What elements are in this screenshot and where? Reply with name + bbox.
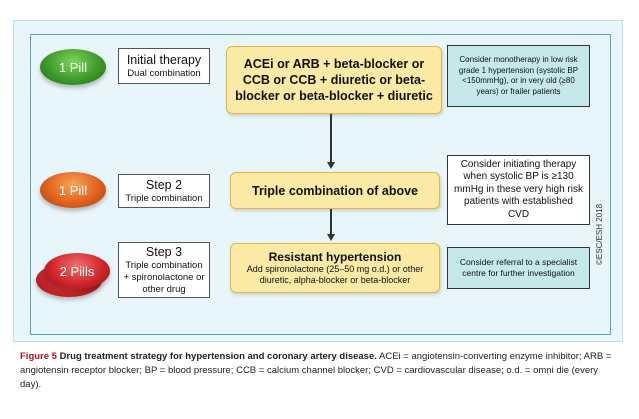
drug-box-triple: Triple combination of above — [230, 172, 440, 209]
note-monotherapy: Consider monotherapy in low risk grade 1… — [447, 45, 590, 107]
step-title: Initial therapy — [126, 52, 202, 67]
pill-label: 2 Pills — [59, 263, 95, 279]
drug-title: Resistant hypertension — [268, 249, 402, 264]
arrow-down-icon — [327, 234, 335, 241]
step-box-3: Step 3 Triple combination + spironolacto… — [118, 242, 210, 298]
caption-figure-label: Figure 5 — [20, 351, 57, 362]
pill-green-1: 1 Pill — [40, 49, 106, 85]
copyright-label: ©ESC/ESH 2018 — [595, 203, 604, 265]
arrow-down-icon — [327, 162, 335, 169]
drug-box-resistant: Resistant hypertension Add spironolacton… — [230, 243, 440, 293]
step-box-initial: Initial therapy Dual combination — [118, 48, 210, 84]
pill-red-2: 2 Pills — [44, 253, 110, 289]
arrow-line — [330, 114, 332, 164]
caption-title: Drug treatment strategy for hypertension… — [59, 351, 377, 362]
note-text: Consider monotherapy in low risk grade 1… — [458, 55, 579, 96]
pill-label: 1 Pill — [58, 182, 88, 198]
note-referral: Consider referral to a specialist centre… — [447, 247, 590, 289]
drug-text: Add spironolactone (25–50 mg o.d.) or ot… — [246, 263, 424, 286]
drug-box-dual: ACEi or ARB + beta-blocker or CCB or CCB… — [226, 46, 442, 114]
step-subtitle: Triple combination — [125, 192, 203, 204]
note-text: Consider referral to a specialist centre… — [459, 257, 578, 278]
diagram-frame — [30, 34, 611, 335]
step-subtitle: Triple combination + spironolactone or o… — [123, 259, 205, 295]
step-title: Step 3 — [145, 244, 183, 259]
pill-orange-1: 1 Pill — [40, 172, 106, 208]
figure-caption: Figure 5 Drug treatment strategy for hyp… — [20, 350, 620, 392]
note-initiating-therapy: Consider initiating therapy when systoli… — [447, 155, 590, 225]
step-title: Step 2 — [145, 177, 183, 192]
pill-label: 1 Pill — [58, 59, 88, 75]
drug-text: ACEi or ARB + beta-blocker or CCB or CCB… — [235, 57, 433, 103]
step-box-2: Step 2 Triple combination — [118, 174, 210, 208]
arrow-line — [330, 209, 332, 236]
drug-text: Triple combination of above — [252, 183, 418, 198]
step-subtitle: Dual combination — [127, 67, 201, 79]
note-text: Consider initiating therapy when systoli… — [454, 158, 583, 220]
caption-body: ACEi = angiotensin-converting enzyme inh… — [20, 351, 612, 390]
